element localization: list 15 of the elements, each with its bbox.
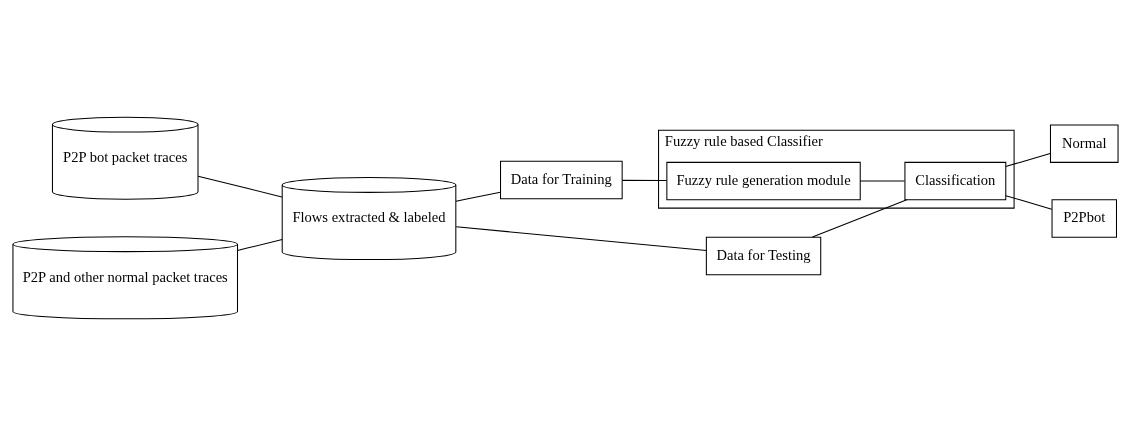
connector: [197, 175, 283, 198]
connector: [1005, 194, 1053, 210]
node-box: P2Pbot: [1051, 198, 1117, 238]
node-box: Data for Testing: [705, 236, 822, 275]
connector: [455, 191, 501, 202]
node-box: Fuzzy rule generation module: [666, 161, 861, 200]
connector: [455, 225, 707, 251]
node-box: Normal: [1049, 123, 1119, 163]
connector: [1005, 152, 1051, 167]
node-box: Data for Training: [500, 160, 623, 199]
node-box: Classification: [904, 161, 1007, 200]
connector: [237, 238, 283, 251]
connector: [811, 198, 908, 238]
connector: [621, 179, 668, 181]
connector: [859, 180, 905, 182]
